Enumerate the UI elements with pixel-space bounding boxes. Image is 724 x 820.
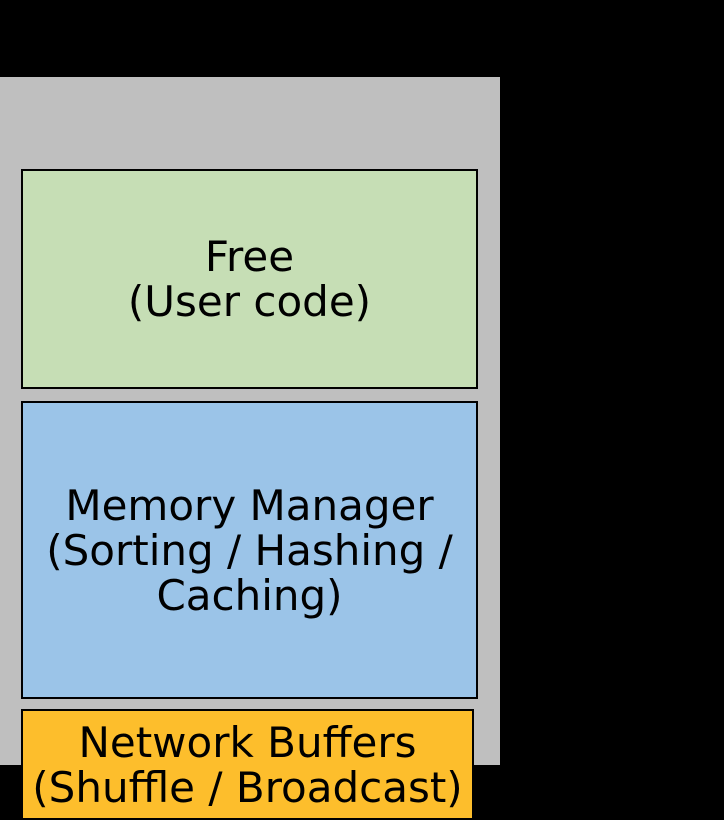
memory-container-panel: Free (User code) Memory Manager (Sorting… (0, 77, 500, 820)
memory-manager-label-line1: Memory Manager (65, 480, 434, 530)
free-region-label-line1: Free (204, 232, 295, 281)
free-region-label-line2: (User code) (127, 277, 372, 326)
network-buffers-label-line2: (Shuffle / Broadcast) (32, 762, 463, 812)
free-region[interactable]: Free (User code) (21, 169, 478, 389)
diagram-canvas: Free (User code) Memory Manager (Sorting… (0, 77, 500, 820)
memory-manager-region[interactable]: Memory Manager (Sorting / Hashing / Cach… (21, 401, 478, 699)
network-buffers-label-line1: Network Buffers (78, 717, 417, 767)
memory-manager-label-line2: (Sorting / Hashing / (46, 525, 453, 575)
memory-manager-label-line3: Caching) (156, 570, 343, 620)
